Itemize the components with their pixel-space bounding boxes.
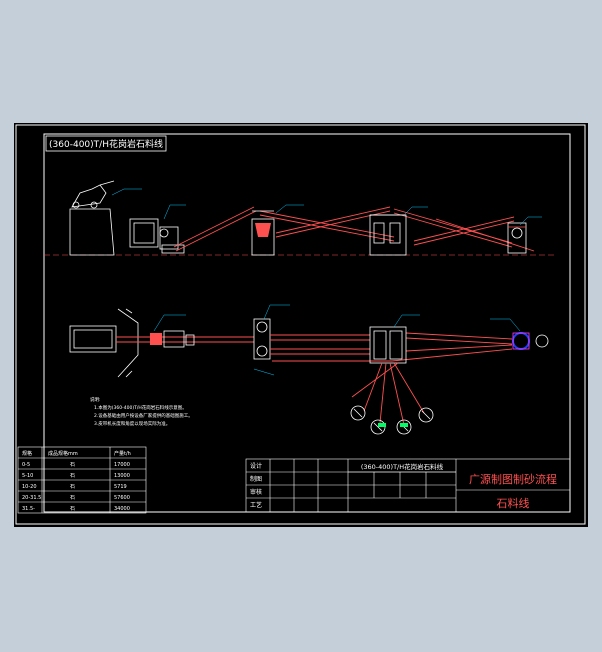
pt-r3-c2: 57600 <box>114 495 130 501</box>
pt-r2-c1: 石 <box>70 484 75 490</box>
title-block-text: 设计 制图 审核 工艺 (360-400)T/H花岗岩石料线 <box>250 462 444 509</box>
note-line-2: 2.设备基础由用户按设备厂家提供的基础图施工。 <box>94 412 193 419</box>
plan-leaders <box>153 304 521 376</box>
stockpile-icons <box>350 405 434 435</box>
notes: 说明: 1.本图为(360-400)T/H花岗岩石料线示意图。 2.设备基础由用… <box>90 396 193 427</box>
tb-row-0: 设计 <box>250 462 262 470</box>
title-box-text: (360-400)T/H花岗岩石料线 <box>49 138 163 150</box>
plan-conveyors <box>270 332 513 362</box>
note-line-3: 3.皮带机长度和角度以现场实际为准。 <box>94 420 170 427</box>
note-line-1: 1.本图为(360-400)T/H花岗岩石料线示意图。 <box>94 404 187 411</box>
plan-screen-icon <box>369 326 407 364</box>
vibrating-screen-icon <box>369 214 407 256</box>
plan-feeder <box>116 333 254 345</box>
tb-row-2: 审核 <box>250 488 262 496</box>
company-name: 广源制图制砂流程 <box>469 472 557 486</box>
tb-row-3: 工艺 <box>250 501 262 509</box>
pt-header-1: 成品规格mm <box>48 450 78 457</box>
pt-r1-c0: 5-10 <box>22 473 33 479</box>
pt-r4-c1: 石 <box>70 506 75 512</box>
pt-r1-c2: 13000 <box>114 473 130 479</box>
title-block <box>245 458 571 513</box>
cad-drawing: (360-400)T/H花岗岩石料线 <box>15 124 586 525</box>
plan-jaw-icon <box>163 330 195 348</box>
elevation-leaders <box>111 188 542 226</box>
product-table <box>17 446 147 514</box>
elevation-conveyors <box>173 206 535 252</box>
stockpile-labels <box>378 423 408 427</box>
tb-line-name: (360-400)T/H花岗岩石料线 <box>361 462 444 471</box>
pt-r3-c1: 石 <box>70 495 75 501</box>
pt-r4-c0: 31.5- <box>22 506 35 512</box>
stockpile-conveyors <box>351 362 425 426</box>
excavator-icon <box>69 180 115 256</box>
pt-r0-c0: 0-5 <box>22 462 30 468</box>
pt-header-2: 产量t/h <box>114 450 131 457</box>
pt-r4-c2: 34000 <box>114 506 130 512</box>
plan-cone-icon <box>253 318 271 360</box>
jaw-crusher-icon <box>129 218 185 254</box>
title-box: (360-400)T/H花岗岩石料线 <box>45 135 167 152</box>
pt-r3-c0: 20-31.5 <box>22 495 41 501</box>
pt-r0-c1: 石 <box>70 462 75 468</box>
tb-row-1: 制图 <box>250 475 262 483</box>
pt-header-0: 规格 <box>22 450 32 457</box>
plan-view <box>69 304 549 435</box>
product-table-text: 规格 成品规格mm 产量t/h 0-5 石 17000 5-10 石 13000… <box>22 450 131 512</box>
drawing-subtitle: 石料线 <box>497 496 530 510</box>
outer-frame <box>15 124 586 525</box>
pt-r2-c0: 10-20 <box>22 484 37 490</box>
cone-crusher-icon <box>251 210 275 256</box>
plan-sand-maker-icon <box>512 332 549 350</box>
hopper-plan-icon <box>69 308 139 378</box>
sand-maker-icon <box>507 222 527 254</box>
note-line-0: 说明: <box>90 396 101 403</box>
cad-viewport[interactable]: (360-400)T/H花岗岩石料线 <box>14 123 588 527</box>
pt-r1-c1: 石 <box>70 473 75 479</box>
elevation-view <box>44 180 554 256</box>
pt-r2-c2: 5719 <box>114 484 127 490</box>
pt-r0-c2: 17000 <box>114 462 130 468</box>
